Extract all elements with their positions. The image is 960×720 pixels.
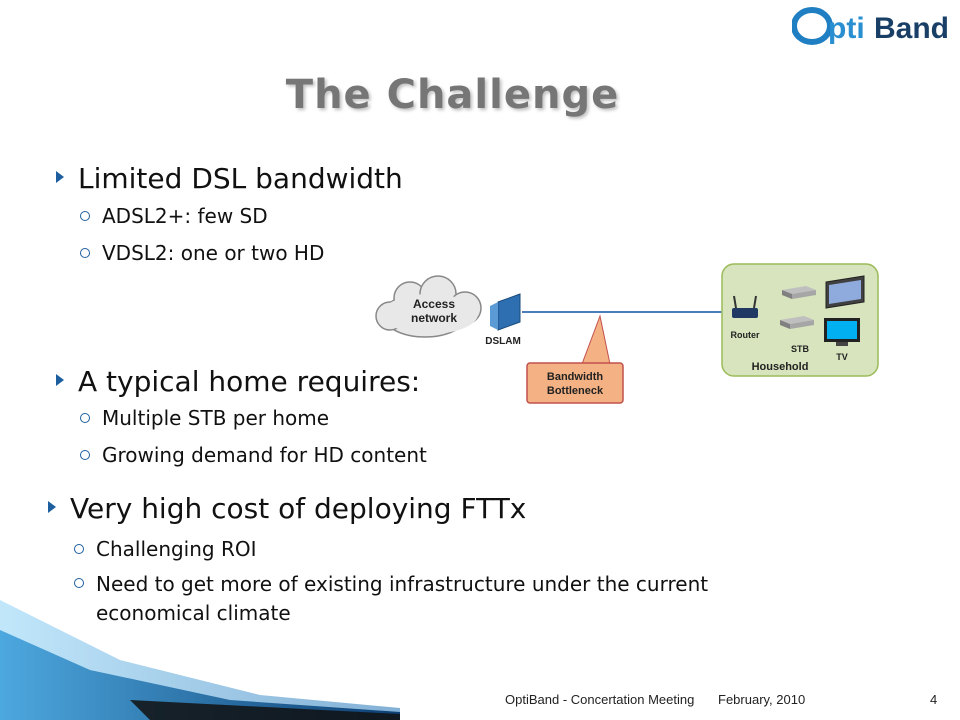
bottleneck-label-line2: Bottleneck (547, 385, 604, 397)
bullet-arrow-icon (56, 374, 64, 386)
household-box: Router STB TV Household (721, 263, 879, 377)
sub-bullet-text: Multiple STB per home (102, 406, 330, 430)
svg-text:pti: pti (828, 12, 865, 45)
sub-bullet-text: Growing demand for HD content (102, 443, 427, 467)
ring-bullet-icon (74, 543, 84, 554)
ring-bullet-icon (80, 247, 90, 258)
ring-bullet-icon (74, 578, 84, 588)
sub-bullet-multiple-stb: Multiple STB per home (80, 406, 329, 430)
household-label: Household (752, 361, 809, 373)
dslam-device: DSLAM (485, 293, 521, 347)
tv-icon-2 (824, 318, 860, 346)
sub-bullet-text: Need to get more of existing infrastruct… (96, 572, 709, 625)
router-label: Router (731, 330, 760, 340)
cloud-label-line1: Access (413, 297, 455, 311)
sub-bullet-adsl: ADSL2+: few SD (80, 204, 268, 228)
network-diagram: Access network DSLAM Bandwidth Bottlenec… (375, 263, 879, 404)
stb-icon-2 (780, 316, 814, 329)
bullet-text: A typical home requires: (78, 365, 421, 398)
cloud-label-line2: network (411, 311, 457, 325)
bullet-arrow-icon (48, 501, 56, 513)
decorative-ribbon (0, 600, 400, 720)
sub-bullet-text: ADSL2+: few SD (102, 204, 268, 228)
slide-number: 4 (930, 692, 938, 707)
bullet-typical-home: A typical home requires: (56, 365, 420, 398)
bandwidth-bottleneck-callout: Bandwidth Bottleneck (526, 314, 624, 404)
svg-text:Band: Band (874, 12, 949, 45)
bullet-text: Limited DSL bandwidth (78, 162, 403, 195)
bottleneck-label-line1: Bandwidth (547, 371, 603, 383)
dslam-label: DSLAM (485, 336, 521, 347)
stb-icon-1 (782, 286, 816, 299)
ring-bullet-icon (80, 449, 90, 460)
optiband-logo: pti Band (791, 4, 954, 48)
sub-bullet-vdsl: VDSL2: one or two HD (80, 241, 324, 265)
sub-bullet-text: VDSL2: one or two HD (102, 241, 325, 265)
sub-bullet-infrastructure: Need to get more of existing infrastruct… (74, 570, 816, 628)
footer-date: February, 2010 (718, 692, 806, 707)
ring-bullet-icon (80, 210, 90, 221)
bullet-arrow-icon (56, 171, 64, 183)
bullet-fttx-cost: Very high cost of deploying FTTx (48, 492, 526, 525)
slide-title: The Challenge (285, 72, 620, 118)
tv-label: TV (836, 352, 848, 362)
sub-bullet-hd-demand: Growing demand for HD content (80, 443, 427, 467)
tv-icon-1 (825, 275, 865, 309)
access-network-cloud: Access network (375, 275, 482, 338)
sub-bullet-roi: Challenging ROI (74, 537, 257, 561)
sub-bullet-text: Challenging ROI (96, 537, 257, 561)
ring-bullet-icon (80, 412, 90, 423)
router-icon (732, 295, 758, 318)
bullet-limited-dsl: Limited DSL bandwidth (56, 162, 403, 195)
footer-presentation-name: OptiBand - Concertation Meeting (505, 692, 695, 707)
bullet-text: Very high cost of deploying FTTx (70, 492, 527, 525)
stb-label: STB (791, 344, 810, 354)
